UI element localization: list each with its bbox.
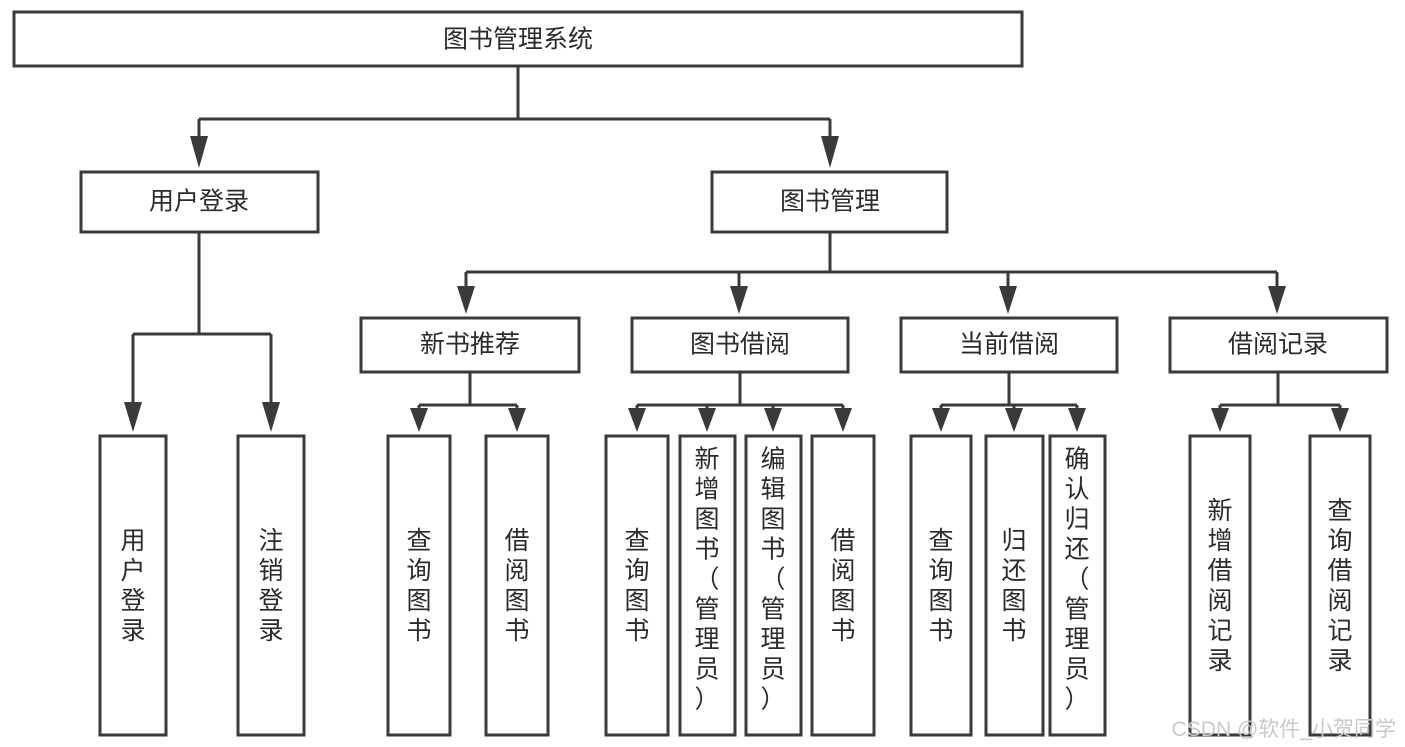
node-borrow-record-label: 借阅记录 [1228, 331, 1328, 359]
node-leaf-query-book-2-label: 查询图书 [624, 527, 649, 645]
node-root-label: 图书管理系统 [443, 26, 593, 54]
node-book-borrow[interactable]: 图书借阅 [630, 316, 850, 374]
arrow-head-leaf-confirm-return [1068, 408, 1086, 432]
arrow-head-leaf-borrow-book-2 [834, 408, 852, 432]
node-leaf-borrow-book-1-label: 借阅图书 [504, 527, 529, 645]
arrow-head-borrow-record [1268, 286, 1286, 314]
node-leaf-borrow-book-2-label: 借阅图书 [830, 527, 855, 645]
node-leaf-query-book-3-label: 查询图书 [928, 527, 953, 645]
csdn-watermark: CSDN @软件_小贺同学 [1172, 718, 1396, 741]
arrow-head-leaf-query-book-3 [932, 408, 950, 432]
arrow-head-leaf-add-record [1211, 408, 1229, 432]
node-leaf-logout-box[interactable] [236, 434, 306, 737]
node-leaf-query-book-2-box[interactable] [604, 434, 670, 737]
node-borrow-record-box[interactable] [1168, 316, 1389, 374]
connector-group-new-book-recommend [410, 372, 526, 432]
node-root-box[interactable] [12, 10, 1024, 68]
node-book-management-label: 图书管理 [780, 188, 880, 216]
connector-group-book-borrow [628, 372, 852, 432]
node-leaf-add-book-label: 新增图书（管理员） [694, 445, 719, 713]
node-leaf-query-book-1-box[interactable] [386, 434, 452, 737]
node-leaf-add-book[interactable]: 新增图书（管理员） [678, 434, 737, 737]
node-leaf-add-record[interactable]: 新增借阅记录 [1188, 434, 1252, 737]
node-leaf-return-book-box[interactable] [984, 434, 1045, 737]
node-leaf-edit-book-box[interactable] [744, 434, 803, 737]
node-leaf-borrow-book-2-box[interactable] [810, 434, 876, 737]
node-current-borrow-box[interactable] [899, 316, 1119, 374]
node-leaf-add-record-label: 新增借阅记录 [1207, 497, 1232, 675]
arrow-head-leaf-borrow-book-1 [508, 408, 526, 432]
node-book-borrow-label: 图书借阅 [690, 331, 790, 359]
arrow-head-leaf-query-book-1 [410, 408, 428, 432]
node-leaf-confirm-return-label: 确认归还（管理员） [1064, 445, 1089, 713]
arrow-head-leaf-add-book [698, 408, 716, 432]
node-leaf-user-login-label: 用户登录 [120, 527, 145, 645]
node-root[interactable]: 图书管理系统 [12, 10, 1024, 68]
node-book-borrow-box[interactable] [630, 316, 850, 374]
node-leaf-borrow-book-1[interactable]: 借阅图书 [484, 434, 550, 737]
arrow-head-leaf-logout [262, 402, 280, 432]
node-leaf-confirm-return-box[interactable] [1048, 434, 1107, 737]
arrow-head-leaf-query-book-2 [628, 408, 646, 432]
node-user-login[interactable]: 用户登录 [79, 170, 320, 234]
node-borrow-record[interactable]: 借阅记录 [1168, 316, 1389, 374]
node-user-login-label: 用户登录 [149, 188, 249, 216]
node-leaf-query-book-2[interactable]: 查询图书 [604, 434, 670, 737]
connector-group-current-borrow [932, 372, 1086, 432]
connector-group-book-management [457, 232, 1286, 314]
node-leaf-add-record-box[interactable] [1188, 434, 1252, 737]
arrow-head-leaf-return-book [1005, 408, 1023, 432]
node-user-login-box[interactable] [79, 170, 320, 234]
arrow-head-leaf-edit-book [764, 408, 782, 432]
leaf-nodes-group: 用户登录 注销登录 查询图书 借阅图书 查询图书 新增图书（管理员） 编辑图书（… [98, 434, 1372, 737]
arrow-head-leaf-user-login [124, 402, 142, 432]
node-leaf-user-login-box[interactable] [98, 434, 168, 737]
node-leaf-confirm-return[interactable]: 确认归还（管理员） [1048, 434, 1107, 737]
node-new-book-recommend-label: 新书推荐 [420, 331, 520, 359]
node-leaf-query-book-3[interactable]: 查询图书 [909, 434, 973, 737]
node-leaf-borrow-book-1-box[interactable] [484, 434, 550, 737]
node-leaf-logout[interactable]: 注销登录 [236, 434, 306, 737]
node-new-book-recommend-box[interactable] [359, 316, 581, 374]
node-leaf-query-record-label: 查询借阅记录 [1327, 497, 1352, 675]
connector-group-root [190, 66, 839, 168]
node-book-management[interactable]: 图书管理 [710, 170, 949, 234]
node-leaf-query-record[interactable]: 查询借阅记录 [1308, 434, 1372, 737]
node-new-book-recommend[interactable]: 新书推荐 [359, 316, 581, 374]
node-leaf-return-book-label: 归还图书 [1001, 527, 1026, 645]
node-book-management-box[interactable] [710, 170, 949, 234]
connector-group-borrow-record [1211, 372, 1349, 432]
arrow-head-user-login [190, 136, 208, 168]
node-leaf-query-book-1[interactable]: 查询图书 [386, 434, 452, 737]
node-leaf-query-book-3-box[interactable] [909, 434, 973, 737]
node-leaf-edit-book[interactable]: 编辑图书（管理员） [744, 434, 803, 737]
arrow-head-leaf-query-record [1331, 408, 1349, 432]
arrow-head-new-book-recommend [457, 286, 475, 314]
node-current-borrow-label: 当前借阅 [959, 331, 1059, 359]
node-leaf-user-login[interactable]: 用户登录 [98, 434, 168, 737]
node-leaf-return-book[interactable]: 归还图书 [984, 434, 1045, 737]
node-leaf-add-book-box[interactable] [678, 434, 737, 737]
arrow-head-current-borrow [999, 286, 1017, 314]
arrow-head-book-management [821, 136, 839, 168]
node-current-borrow[interactable]: 当前借阅 [899, 316, 1119, 374]
node-leaf-edit-book-label: 编辑图书（管理员） [760, 445, 785, 713]
node-leaf-query-book-1-label: 查询图书 [406, 527, 431, 645]
arrow-head-book-borrow [730, 286, 748, 314]
node-leaf-logout-label: 注销登录 [258, 527, 283, 645]
node-leaf-query-record-box[interactable] [1308, 434, 1372, 737]
connector-group-user-login [124, 232, 280, 432]
node-leaf-borrow-book-2[interactable]: 借阅图书 [810, 434, 876, 737]
